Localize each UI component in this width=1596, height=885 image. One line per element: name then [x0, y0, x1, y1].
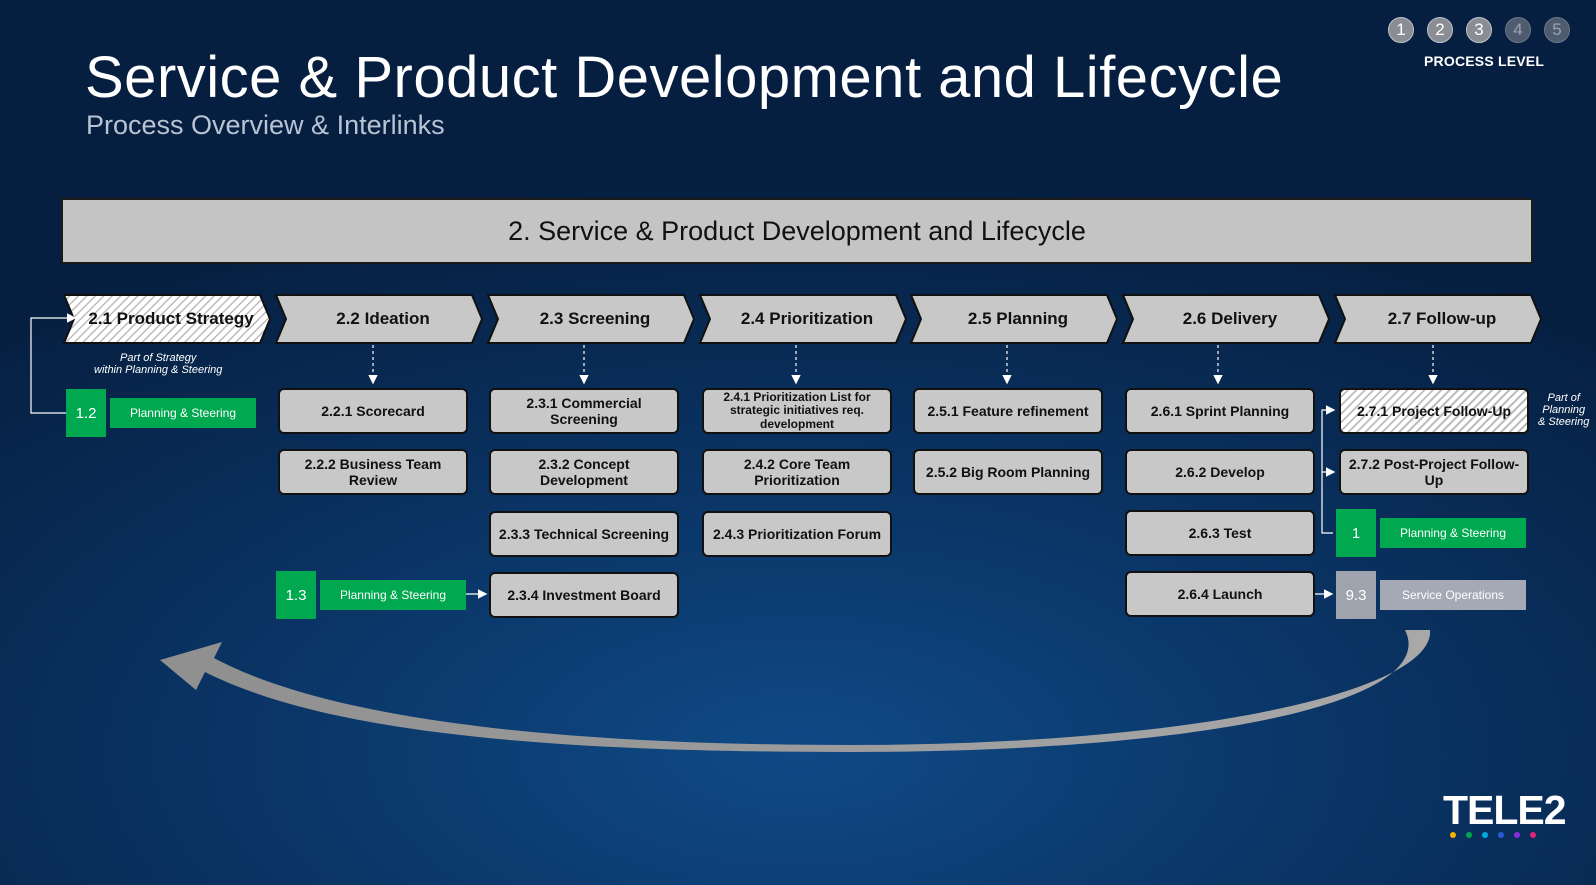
logo-dot-cyan	[1482, 832, 1488, 838]
step-2-3-1[interactable]: 2.3.1 Commercial Screening	[489, 388, 679, 434]
link-1-2-label[interactable]: Planning & Steering	[110, 398, 256, 428]
page-title: Service & Product Development and Lifecy…	[85, 45, 1284, 110]
process-level-2[interactable]: 2	[1427, 17, 1453, 43]
tele2-logo: TELE2	[1443, 787, 1567, 833]
process-level-3[interactable]: 3	[1466, 17, 1492, 43]
process-level-1[interactable]: 1	[1388, 17, 1414, 43]
logo-dot-purple	[1514, 832, 1520, 838]
step-2-2-1[interactable]: 2.2.1 Scorecard	[278, 388, 468, 434]
step-2-5-1[interactable]: 2.5.1 Feature refinement	[913, 388, 1103, 434]
phase-2-3-label[interactable]: 2.3 Screening	[539, 309, 651, 328]
step-2-6-1[interactable]: 2.6.1 Sprint Planning	[1125, 388, 1315, 434]
phase-2-5-label[interactable]: 2.5 Planning	[967, 309, 1069, 328]
logo-dot-pink	[1530, 832, 1536, 838]
step-2-7-2[interactable]: 2.7.2 Post-Project Follow-Up	[1339, 449, 1529, 495]
step-2-4-1[interactable]: 2.4.1 Prioritization List for strategic …	[702, 388, 892, 434]
process-level-indicator: 1 2 3 4 5	[1388, 17, 1570, 43]
step-2-6-4[interactable]: 2.6.4 Launch	[1125, 571, 1315, 617]
logo-dot-green	[1466, 832, 1472, 838]
link-9-3-number[interactable]: 9.3	[1336, 571, 1376, 619]
link-1-2-number[interactable]: 1.2	[66, 389, 106, 437]
link-9-3-label[interactable]: Service Operations	[1380, 580, 1526, 610]
link-1-label[interactable]: Planning & Steering	[1380, 518, 1526, 548]
logo-dots	[1450, 832, 1536, 838]
chevron-2-7	[1333, 294, 1543, 344]
link-1-3-label[interactable]: Planning & Steering	[320, 580, 466, 610]
step-2-4-3[interactable]: 2.4.3 Prioritization Forum	[702, 511, 892, 557]
solid-connectors	[30, 313, 1336, 599]
step-2-2-2[interactable]: 2.2.2 Business Team Review	[278, 449, 468, 495]
step-2-7-1[interactable]: 2.7.1 Project Follow-Up	[1339, 388, 1529, 434]
step-2-5-2[interactable]: 2.5.2 Big Room Planning	[913, 449, 1103, 495]
chevron-2-4	[698, 294, 908, 344]
step-2-4-2[interactable]: 2.4.2 Core Team Prioritization	[702, 449, 892, 495]
step-2-3-3[interactable]: 2.3.3 Technical Screening	[489, 511, 679, 557]
phase-chevrons	[62, 294, 1543, 344]
chevron-2-5	[909, 294, 1119, 344]
logo-dot-yellow	[1450, 832, 1456, 838]
phase-2-1-label[interactable]: 2.1 Product Strategy	[88, 309, 254, 328]
process-banner: 2. Service & Product Development and Lif…	[61, 198, 1533, 264]
phase-2-7-label[interactable]: 2.7 Follow-up	[1387, 309, 1497, 328]
phase-2-6-label[interactable]: 2.6 Delivery	[1182, 309, 1278, 328]
return-cycle-arrow	[160, 630, 1431, 752]
step-2-6-2[interactable]: 2.6.2 Develop	[1125, 449, 1315, 495]
chevron-2-6	[1121, 294, 1331, 344]
process-level-4[interactable]: 4	[1505, 17, 1531, 43]
step-2-6-3[interactable]: 2.6.3 Test	[1125, 510, 1315, 556]
link-1-number[interactable]: 1	[1336, 509, 1376, 557]
page-subtitle: Process Overview & Interlinks	[86, 110, 445, 140]
logo-dot-blue	[1498, 832, 1504, 838]
followup-note: Part of Planning & Steering	[1538, 392, 1590, 429]
chevron-2-3	[486, 294, 696, 344]
dashed-connectors	[368, 345, 1438, 385]
phase-2-2-label[interactable]: 2.2 Ideation	[336, 309, 430, 328]
step-2-3-2[interactable]: 2.3.2 Concept Development	[489, 449, 679, 495]
process-level-5[interactable]: 5	[1544, 17, 1570, 43]
link-1-3-number[interactable]: 1.3	[276, 571, 316, 619]
phase-2-4-label[interactable]: 2.4 Prioritization	[740, 309, 874, 328]
chevron-2-2	[274, 294, 484, 344]
process-level-label: PROCESS LEVEL	[1424, 53, 1545, 69]
step-2-3-4[interactable]: 2.3.4 Investment Board	[489, 572, 679, 618]
strategy-note: Part of Strategy within Planning & Steer…	[94, 352, 223, 377]
